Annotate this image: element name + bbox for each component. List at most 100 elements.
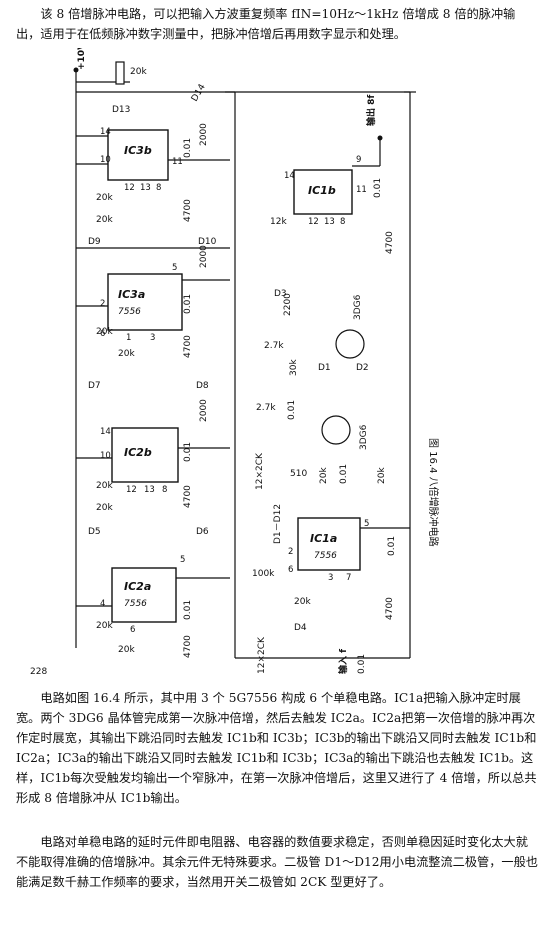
svg-text:20k: 20k (96, 481, 113, 491)
svg-text:0.01: 0.01 (373, 178, 383, 198)
diode-type-label: 12×2CK (255, 452, 265, 490)
svg-text:2200: 2200 (283, 293, 293, 316)
chip-ic3a-part: 7556 (118, 307, 141, 317)
svg-text:0.01: 0.01 (183, 442, 193, 462)
svg-text:D7: D7 (88, 381, 101, 391)
chip-ic2a-part: 7556 (124, 599, 147, 609)
resistor-20k-top: 20k (115, 61, 147, 85)
input-label: 输入 f (337, 649, 349, 674)
svg-text:6: 6 (100, 329, 105, 339)
svg-text:8: 8 (340, 217, 345, 227)
svg-text:13: 13 (324, 217, 335, 227)
svg-text:0.01: 0.01 (357, 654, 367, 674)
svg-text:12: 12 (124, 183, 135, 193)
svg-text:0.01: 0.01 (183, 138, 193, 158)
svg-text:14: 14 (100, 427, 111, 437)
svg-text:20k: 20k (294, 597, 311, 607)
svg-text:5: 5 (172, 263, 177, 273)
chip-ic1b-name: IC1b (308, 184, 336, 197)
svg-text:13: 13 (144, 485, 155, 495)
svg-text:D3: D3 (274, 289, 287, 299)
svg-text:12: 12 (308, 217, 319, 227)
svg-text:2000: 2000 (199, 245, 209, 268)
description-paragraph-2: 电路对单稳电路的延时元件即电阻器、电容器的数值要求稳定，否则单稳因延时变化太大就… (16, 835, 538, 889)
output-label: 输出 8f (365, 95, 377, 126)
supply-label: +10V (77, 48, 87, 70)
chip-ic2b-name: IC2b (124, 446, 152, 459)
resistor-20k-top-label: 20k (130, 67, 147, 77)
svg-text:D2: D2 (356, 363, 369, 373)
svg-text:3: 3 (328, 573, 333, 583)
chip-ic1a-name: IC1a (310, 532, 337, 545)
svg-text:4700: 4700 (183, 199, 193, 222)
svg-text:6: 6 (288, 565, 293, 575)
chip-ic3b-name: IC3b (124, 144, 152, 157)
svg-text:8: 8 (156, 183, 161, 193)
svg-text:20k: 20k (96, 503, 113, 513)
svg-text:D4: D4 (294, 623, 307, 633)
svg-text:20k: 20k (377, 467, 387, 484)
svg-text:14: 14 (100, 127, 111, 137)
svg-text:2000: 2000 (199, 123, 209, 146)
description-paragraph-1: 电路如图 16.4 所示，其中用 3 个 5G7556 构成 6 个单稳电路。I… (16, 691, 537, 805)
svg-text:9: 9 (356, 155, 361, 165)
svg-text:10: 10 (100, 451, 111, 461)
svg-text:2.7k: 2.7k (264, 341, 284, 351)
chip-ic2a-name: IC2a (124, 580, 151, 593)
supply-rail: +10V (73, 48, 416, 658)
svg-text:2: 2 (288, 547, 293, 557)
diode-d13-label: D13 (112, 105, 130, 115)
svg-text:D1: D1 (318, 363, 331, 373)
transistor-1-label: 3DG6 (353, 294, 363, 320)
svg-text:0.01: 0.01 (339, 464, 349, 484)
svg-text:4700: 4700 (183, 485, 193, 508)
svg-text:D9: D9 (88, 237, 101, 247)
svg-text:30k: 30k (289, 359, 299, 376)
svg-text:0.01: 0.01 (287, 400, 297, 420)
chip-ic1a-part: 7556 (314, 551, 337, 561)
svg-text:20k: 20k (96, 621, 113, 631)
svg-text:20k: 20k (96, 193, 113, 203)
svg-text:12×2CK: 12×2CK (257, 636, 267, 674)
svg-text:20k: 20k (96, 327, 113, 337)
svg-text:5: 5 (364, 519, 369, 529)
svg-text:12: 12 (126, 485, 137, 495)
svg-text:6: 6 (130, 625, 135, 635)
svg-text:0.01: 0.01 (387, 536, 397, 556)
svg-text:D10: D10 (198, 237, 217, 247)
svg-text:100k: 100k (252, 569, 275, 579)
svg-text:4700: 4700 (385, 597, 395, 620)
svg-text:10: 10 (100, 155, 111, 165)
svg-text:12k: 12k (270, 217, 287, 227)
chip-ic3b: IC3b 14 10 12 13 8 11 (76, 127, 230, 193)
svg-text:8: 8 (162, 485, 167, 495)
svg-text:11: 11 (356, 185, 367, 195)
chip-ic2a: IC2a 7556 4 6 5 (76, 555, 230, 635)
svg-text:1: 1 (126, 333, 131, 343)
svg-text:510: 510 (290, 469, 307, 479)
svg-text:4700: 4700 (183, 635, 193, 658)
svg-text:13: 13 (140, 183, 151, 193)
svg-text:20k: 20k (118, 645, 135, 655)
svg-text:D8: D8 (196, 381, 209, 391)
svg-text:2000: 2000 (199, 399, 209, 422)
svg-text:D5: D5 (88, 527, 101, 537)
svg-text:0.01: 0.01 (183, 294, 193, 314)
diode-range-label: D1－D12 (273, 504, 283, 544)
chip-ic1b: IC1b 14 9 11 12 13 8 (284, 135, 383, 227)
svg-text:20k: 20k (118, 349, 135, 359)
svg-text:D6: D6 (196, 527, 209, 537)
svg-text:7: 7 (346, 573, 351, 583)
svg-text:3: 3 (150, 333, 155, 343)
svg-text:4700: 4700 (385, 231, 395, 254)
svg-text:5: 5 (180, 555, 185, 565)
figure-caption: 图 16.4 八倍增脉冲电路 (427, 438, 440, 547)
chip-ic2b: IC2b 14 10 12 13 8 (76, 427, 230, 495)
diode-d14-label: D14 (190, 82, 208, 103)
svg-text:4: 4 (100, 599, 105, 609)
chip-ic3a: IC3a 7556 2 6 5 1 3 (76, 263, 230, 343)
intro-paragraph: 该 8 倍增脉冲电路，可以把输入方波重复频率 fIN=10Hz～1kHz 倍增成… (16, 7, 516, 41)
svg-text:2: 2 (100, 299, 105, 309)
svg-text:20k: 20k (96, 215, 113, 225)
svg-text:20k: 20k (319, 467, 329, 484)
